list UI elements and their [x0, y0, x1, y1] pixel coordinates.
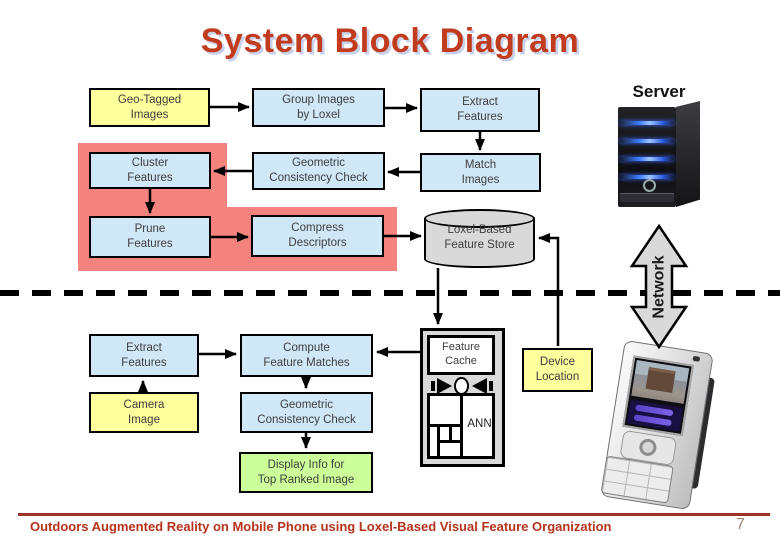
- box-extract-features-client: Extract Features: [89, 334, 199, 377]
- ann-label: ANN: [467, 418, 492, 430]
- exchange-arrow-left-icon: [472, 378, 487, 394]
- box-match-images: Match Images: [420, 153, 541, 192]
- ann-partition-line: [430, 424, 460, 427]
- ann-kdtree-box: ANN: [427, 393, 495, 459]
- slide-title: System Block Diagram: [200, 22, 580, 60]
- feature-cache-ann-container: Feature Cache ANN: [420, 328, 505, 467]
- page-number: 7: [736, 516, 745, 533]
- box-prune-features: Prune Features: [89, 216, 211, 258]
- server-led-stripe: [620, 175, 674, 179]
- server-led-stripe: [620, 139, 674, 143]
- box-geometric-consistency-check-client: Geometric Consistency Check: [240, 392, 373, 433]
- server-side-panel: [676, 101, 700, 207]
- box-compress-descriptors: Compress Descriptors: [251, 215, 384, 257]
- network-double-arrow: Network: [629, 223, 689, 350]
- server-led-stripe: [620, 121, 674, 125]
- box-compute-feature-matches: Compute Feature Matches: [240, 334, 373, 377]
- box-group-images-by-loxel: Group Images by Loxel: [252, 88, 385, 127]
- footer-title: Outdoors Augmented Reality on Mobile Pho…: [30, 519, 612, 534]
- phone-menu-item: [633, 414, 672, 427]
- loxel-feature-store-label: Loxel-Based Feature Store: [444, 224, 515, 251]
- phone-camera-icon: [692, 355, 701, 362]
- footer-divider: [18, 513, 770, 516]
- server-logo: [643, 179, 656, 192]
- server-led-stripe: [620, 157, 674, 161]
- ann-partition-line: [437, 440, 460, 443]
- exchange-bar-left: [431, 381, 435, 391]
- network-label: Network: [651, 255, 668, 318]
- box-cluster-features: Cluster Features: [89, 152, 211, 189]
- box-display-info-top-ranked: Display Info for Top Ranked Image: [239, 452, 373, 493]
- box-geo-tagged-images: Geo-Tagged Images: [89, 88, 210, 127]
- box-device-location: Device Location: [522, 348, 593, 392]
- phone-screen-photo: [631, 360, 690, 404]
- ann-partition-line: [449, 424, 452, 442]
- ann-partition-line: [460, 396, 463, 456]
- mobile-phone-image: [600, 339, 715, 511]
- server-label: Server: [632, 82, 686, 101]
- phone-screen-menu: [626, 399, 684, 432]
- server-image: [618, 101, 702, 212]
- exchange-arrow-right-icon: [437, 378, 452, 394]
- database-loxel-feature-store: Loxel-Based Feature Store: [424, 209, 535, 268]
- box-camera-image: Camera Image: [89, 392, 199, 433]
- exchange-bar-right: [489, 381, 493, 391]
- phone-screen: [622, 355, 694, 437]
- box-geometric-consistency-check-server: Geometric Consistency Check: [252, 152, 385, 190]
- ann-partition-line: [437, 424, 440, 456]
- phone-screen-building: [645, 367, 676, 394]
- arrow-device-location-to-store: [538, 233, 560, 346]
- phone-dpad-center-key: [638, 437, 658, 458]
- box-extract-features-server: Extract Features: [420, 88, 540, 132]
- box-feature-cache: Feature Cache: [427, 335, 495, 375]
- server-base: [620, 193, 674, 202]
- cylinder-top: [424, 209, 535, 228]
